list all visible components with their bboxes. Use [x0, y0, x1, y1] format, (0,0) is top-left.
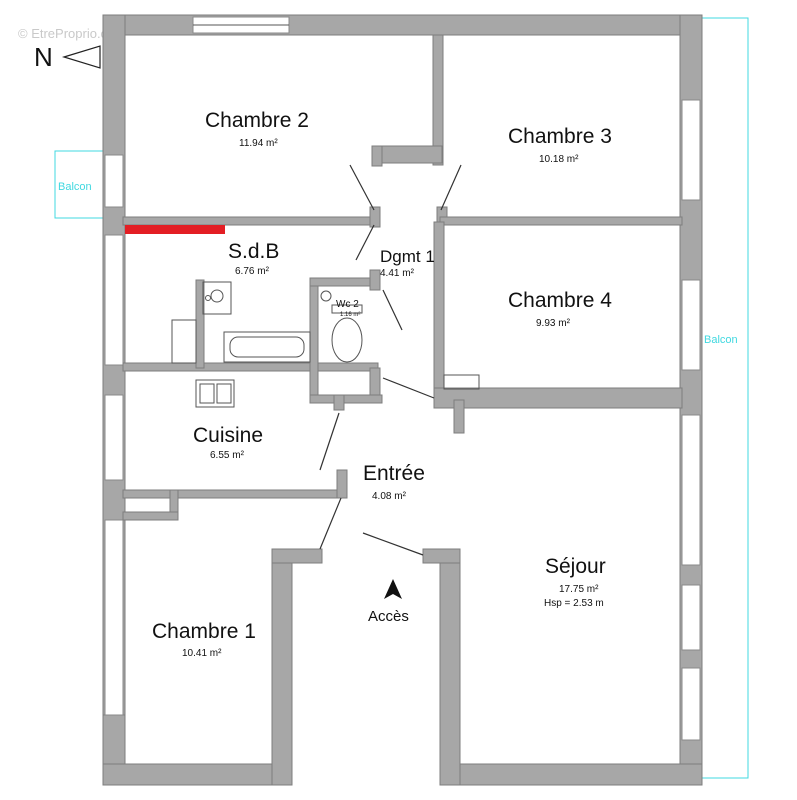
room-name: Cuisine [193, 424, 263, 447]
room-area: 9.93 m² [536, 318, 571, 329]
room-area: 6.76 m² [235, 266, 270, 277]
north-label: N [34, 42, 53, 72]
room-name: Dgmt 1 [380, 247, 435, 266]
room-name: Séjour [545, 555, 606, 578]
room-area: 17.75 m² [559, 584, 599, 595]
watermark: © EtreProprio.com [18, 26, 125, 41]
ceiling-height: Hsp = 2.53 m [544, 598, 604, 609]
fixtures [171, 281, 480, 408]
room-name: Chambre 1 [152, 620, 256, 643]
room-cuisine: Cuisine 6.55 m² [193, 424, 263, 461]
balcony-left: Balcon [54, 150, 110, 219]
room-name: Wc 2 [336, 299, 359, 310]
doors [319, 164, 462, 556]
wc-basin-icon [320, 290, 332, 302]
room-chambre-4: Chambre 4 9.93 m² [508, 289, 612, 329]
room-chambre-3: Chambre 3 10.18 m² [508, 125, 612, 165]
room-sdb: S.d.B 6.76 m² [228, 240, 279, 277]
room-wc: Wc 2 1.16 m² [336, 299, 360, 318]
interior-walls [122, 34, 683, 521]
entry-arrow-icon [384, 579, 402, 599]
kitchen-sink-icon [195, 379, 235, 408]
room-name: Chambre 4 [508, 289, 612, 312]
room-name: Chambre 2 [205, 109, 309, 132]
balcony-right-label: Balcon [704, 334, 738, 346]
washbasin-icon [210, 289, 224, 303]
room-area: 6.55 m² [210, 450, 245, 461]
room-name: Chambre 3 [508, 125, 612, 148]
room-chambre-2: Chambre 2 11.94 m² [205, 109, 309, 149]
room-entree: Entrée 4.08 m² [363, 462, 425, 502]
balcony-left-label: Balcon [58, 181, 92, 193]
room-area: 10.41 m² [182, 648, 222, 659]
bathtub-icon [223, 331, 311, 363]
room-area: 1.16 m² [340, 312, 360, 318]
room-chambre-1: Chambre 1 10.41 m² [152, 620, 256, 659]
cabinet-icon [171, 319, 197, 364]
room-sejour: Séjour 17.75 m² Hsp = 2.53 m [544, 555, 606, 609]
room-area: 11.94 m² [239, 138, 278, 149]
closet-icon [443, 374, 480, 390]
windows [104, 16, 701, 741]
north-indicator: N [34, 42, 101, 72]
toilet-icon [331, 304, 363, 314]
room-name: Entrée [363, 462, 425, 485]
highlight-bar [125, 225, 225, 234]
room-name: S.d.B [228, 240, 279, 263]
balcony-right: Balcon [700, 17, 749, 779]
room-area: 4.08 m² [372, 491, 407, 502]
room-area: 4.41 m² [380, 268, 415, 279]
shower-icon [202, 281, 232, 315]
north-arrow-icon [61, 45, 101, 69]
room-dgmt: Dgmt 1 4.41 m² [380, 247, 435, 279]
access-label: Accès [368, 608, 409, 625]
room-area: 10.18 m² [539, 154, 579, 165]
